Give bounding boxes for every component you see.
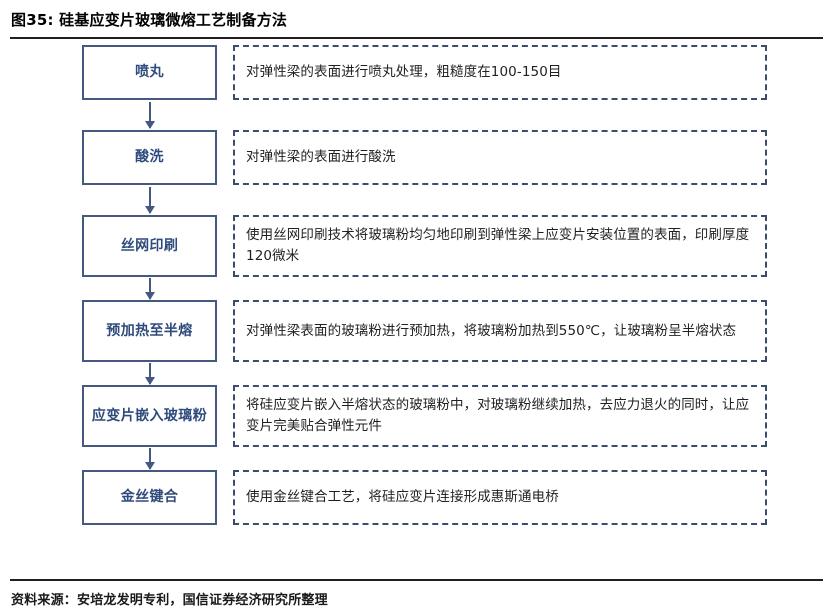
arrow-down-icon [145, 121, 155, 129]
arrow-down-icon [145, 292, 155, 300]
step-description: 使用金丝键合工艺，将硅应变片连接形成惠斯通电桥 [246, 489, 559, 505]
step-description: 对弹性梁的表面进行酸洗 [246, 149, 396, 165]
step-box-2[interactable]: 酸洗 [82, 130, 217, 185]
step-description-box-5: 将硅应变片嵌入半熔状态的玻璃粉中，对玻璃粉继续加热，去应力退火的同时，让应变片完… [233, 385, 767, 447]
flow-row: 丝网印刷 使用丝网印刷技术将玻璃粉均匀地印刷到弹性梁上应变片安装位置的表面，印刷… [0, 215, 833, 300]
step-description-box-4: 对弹性梁表面的玻璃粉进行预加热，将玻璃粉加热到550℃，让玻璃粉呈半熔状态 [233, 300, 767, 362]
step-box-6[interactable]: 金丝键合 [82, 470, 217, 525]
step-description: 对弹性梁的表面进行喷丸处理，粗糙度在100-150目 [246, 64, 562, 80]
figure-title: 图35: 硅基应变片玻璃微熔工艺制备方法 [11, 11, 288, 29]
step-label: 酸洗 [135, 149, 164, 165]
step-label: 应变片嵌入玻璃粉 [91, 407, 208, 424]
arrow-connector-5 [145, 448, 155, 470]
step-description: 对弹性梁表面的玻璃粉进行预加热，将玻璃粉加热到550℃，让玻璃粉呈半熔状态 [246, 322, 737, 339]
step-description-box-1: 对弹性梁的表面进行喷丸处理，粗糙度在100-150目 [233, 45, 767, 100]
arrow-connector-2 [145, 187, 155, 214]
arrow-connector-1 [145, 102, 155, 129]
step-description: 将硅应变片嵌入半熔状态的玻璃粉中，对玻璃粉继续加热，去应力退火的同时，让应变片完… [246, 397, 750, 434]
step-label: 丝网印刷 [120, 237, 179, 254]
step-description: 使用丝网印刷技术将玻璃粉均匀地印刷到弹性梁上应变片安装位置的表面，印刷厚度120… [246, 227, 750, 264]
step-label: 预加热至半熔 [106, 322, 193, 339]
arrow-down-icon [145, 462, 155, 470]
flow-row: 金丝键合 使用金丝键合工艺，将硅应变片连接形成惠斯通电桥 [0, 470, 833, 555]
flow-row: 应变片嵌入玻璃粉 将硅应变片嵌入半熔状态的玻璃粉中，对玻璃粉继续加热，去应力退火… [0, 385, 833, 470]
step-label: 喷丸 [135, 64, 164, 80]
arrow-down-icon [145, 206, 155, 214]
source-divider [10, 579, 823, 581]
step-description-box-2: 对弹性梁的表面进行酸洗 [233, 130, 767, 185]
flow-row: 预加热至半熔 对弹性梁表面的玻璃粉进行预加热，将玻璃粉加热到550℃，让玻璃粉呈… [0, 300, 833, 385]
flow-row: 酸洗 对弹性梁的表面进行酸洗 [0, 130, 833, 215]
arrow-connector-4 [145, 363, 155, 385]
step-box-1[interactable]: 喷丸 [82, 45, 217, 100]
flow-row: 喷丸 对弹性梁的表面进行喷丸处理，粗糙度在100-150目 [0, 45, 833, 130]
step-label: 金丝键合 [120, 489, 179, 505]
step-description-box-6: 使用金丝键合工艺，将硅应变片连接形成惠斯通电桥 [233, 470, 767, 525]
step-box-3[interactable]: 丝网印刷 [82, 215, 217, 277]
arrow-down-icon [145, 377, 155, 385]
title-divider [10, 37, 823, 39]
source-note: 资料来源：安培龙发明专利，国信证券经济研究所整理 [11, 593, 328, 608]
arrow-connector-3 [145, 278, 155, 300]
process-flowchart: 喷丸 对弹性梁的表面进行喷丸处理，粗糙度在100-150目 酸洗 对弹性梁的表面… [0, 39, 833, 579]
step-box-4[interactable]: 预加热至半熔 [82, 300, 217, 362]
step-box-5[interactable]: 应变片嵌入玻璃粉 [82, 385, 217, 447]
step-description-box-3: 使用丝网印刷技术将玻璃粉均匀地印刷到弹性梁上应变片安装位置的表面，印刷厚度120… [233, 215, 767, 277]
